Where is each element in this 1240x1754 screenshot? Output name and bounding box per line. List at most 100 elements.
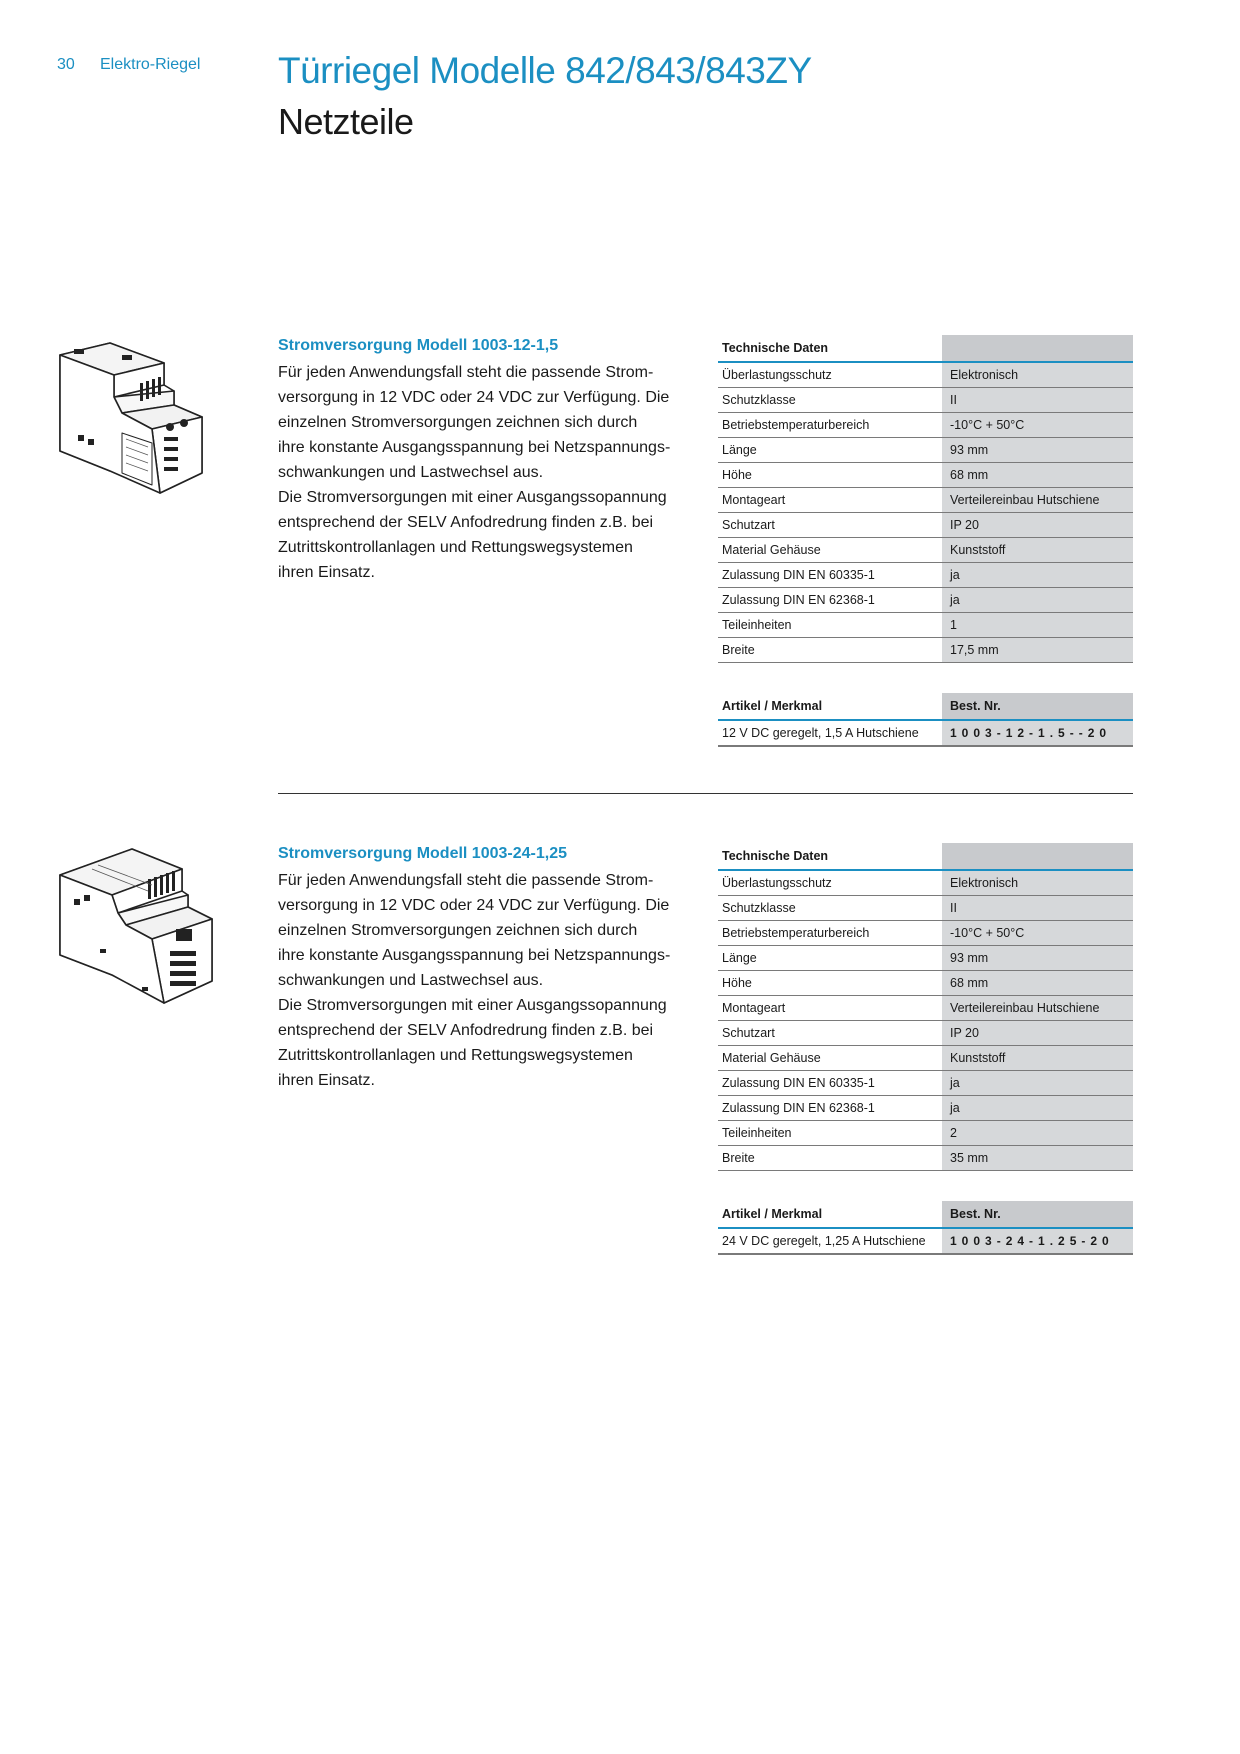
spec-label: Zulassung DIN EN 60335-1 bbox=[718, 562, 942, 588]
spec-label: Länge bbox=[718, 437, 942, 463]
spec-label: Zulassung DIN EN 62368-1 bbox=[718, 1095, 942, 1121]
spec-value: Kunststoff bbox=[942, 1045, 1133, 1071]
order-table: Artikel / Merkmal Best. Nr. 24 V DC gere… bbox=[718, 1201, 1133, 1255]
spec-label: Material Gehäuse bbox=[718, 1045, 942, 1071]
spec-value: ja bbox=[942, 1070, 1133, 1096]
spec-header: Technische Daten bbox=[718, 335, 942, 363]
spec-label: Schutzklasse bbox=[718, 895, 942, 921]
spec-label: Zulassung DIN EN 62368-1 bbox=[718, 587, 942, 613]
order-header-label: Artikel / Merkmal bbox=[718, 1201, 942, 1229]
spec-label: Länge bbox=[718, 945, 942, 971]
spec-value: 68 mm bbox=[942, 462, 1133, 488]
order-item-label: 24 V DC geregelt, 1,25 A Hutschiene bbox=[718, 1228, 942, 1255]
spec-label: Zulassung DIN EN 60335-1 bbox=[718, 1070, 942, 1096]
spec-row: Betriebstemperaturbereich-10°C + 50°C bbox=[718, 920, 1133, 946]
section-divider bbox=[278, 793, 1133, 794]
order-header-value: Best. Nr. bbox=[942, 693, 1133, 721]
spec-header-value bbox=[942, 843, 1133, 871]
product-description: Für jeden Anwendungsfall steht die passe… bbox=[278, 872, 671, 1089]
spec-value: ja bbox=[942, 1095, 1133, 1121]
order-header-value: Best. Nr. bbox=[942, 1201, 1133, 1229]
spec-label: Schutzklasse bbox=[718, 387, 942, 413]
spec-label: Montageart bbox=[718, 487, 942, 513]
spec-label: Schutzart bbox=[718, 1020, 942, 1046]
spec-label: Betriebstemperaturbereich bbox=[718, 920, 942, 946]
spec-header: Technische Daten bbox=[718, 843, 942, 871]
spec-value: Kunststoff bbox=[942, 537, 1133, 563]
product-heading: Stromversorgung Modell 1003-12-1,5 bbox=[278, 337, 559, 354]
spec-label: Breite bbox=[718, 637, 942, 663]
spec-label: Teileinheiten bbox=[718, 1120, 942, 1146]
spec-label: Höhe bbox=[718, 462, 942, 488]
spec-label: Überlastungsschutz bbox=[718, 362, 942, 388]
power-supply-image bbox=[59, 342, 203, 494]
page-subtitle: Netzteile bbox=[278, 101, 414, 142]
order-item-label: 12 V DC geregelt, 1,5 A Hutschiene bbox=[718, 720, 942, 747]
product-section-2: Stromversorgung Modell 1003-24-1,25 Für … bbox=[0, 843, 1240, 1303]
spec-value: Elektronisch bbox=[942, 362, 1133, 388]
spec-value: 1 bbox=[942, 612, 1133, 638]
spec-label: Montageart bbox=[718, 995, 942, 1021]
spec-value: II bbox=[942, 387, 1133, 413]
spec-value: 68 mm bbox=[942, 970, 1133, 996]
page-title: Türriegel Modelle 842/843/843ZY bbox=[278, 50, 812, 91]
spec-value: ja bbox=[942, 562, 1133, 588]
order-number: 1003-24-1.25-20 bbox=[942, 1228, 1133, 1255]
spec-value: Verteilereinbau Hutschiene bbox=[942, 487, 1133, 513]
spec-value: 2 bbox=[942, 1120, 1133, 1146]
spec-value: 93 mm bbox=[942, 945, 1133, 971]
order-header-label: Artikel / Merkmal bbox=[718, 693, 942, 721]
order-number: 1003-12-1.5--20 bbox=[942, 720, 1133, 747]
spec-value: ja bbox=[942, 587, 1133, 613]
spec-label: Schutzart bbox=[718, 512, 942, 538]
spec-value: -10°C + 50°C bbox=[942, 412, 1133, 438]
spec-value: 93 mm bbox=[942, 437, 1133, 463]
product-text: Stromversorgung Modell 1003-12-1,5 Für j… bbox=[278, 335, 698, 585]
page-number: 30 bbox=[57, 56, 75, 73]
spec-header-value bbox=[942, 335, 1133, 363]
section-name: Elektro-Riegel bbox=[100, 56, 201, 73]
spec-value: II bbox=[942, 895, 1133, 921]
spec-value: Verteilereinbau Hutschiene bbox=[942, 995, 1133, 1021]
spec-value: Elektronisch bbox=[942, 870, 1133, 896]
spec-label: Höhe bbox=[718, 970, 942, 996]
spec-label: Betriebstemperaturbereich bbox=[718, 412, 942, 438]
spec-value: IP 20 bbox=[942, 1020, 1133, 1046]
spec-value: 17,5 mm bbox=[942, 637, 1133, 663]
product-section-1: Stromversorgung Modell 1003-12-1,5 Für j… bbox=[0, 335, 1240, 795]
spec-row: Betriebstemperaturbereich-10°C + 50°C bbox=[718, 412, 1133, 438]
spec-value: -10°C + 50°C bbox=[942, 920, 1133, 946]
product-heading: Stromversorgung Modell 1003-24-1,25 bbox=[278, 845, 567, 862]
order-table: Artikel / Merkmal Best. Nr. 12 V DC gere… bbox=[718, 693, 1133, 747]
product-text: Stromversorgung Modell 1003-24-1,25 Für … bbox=[278, 843, 698, 1093]
spec-label: Material Gehäuse bbox=[718, 537, 942, 563]
spec-value: IP 20 bbox=[942, 512, 1133, 538]
product-description: Für jeden Anwendungsfall steht die passe… bbox=[278, 364, 671, 581]
spec-label: Breite bbox=[718, 1145, 942, 1171]
spec-label: Teileinheiten bbox=[718, 612, 942, 638]
